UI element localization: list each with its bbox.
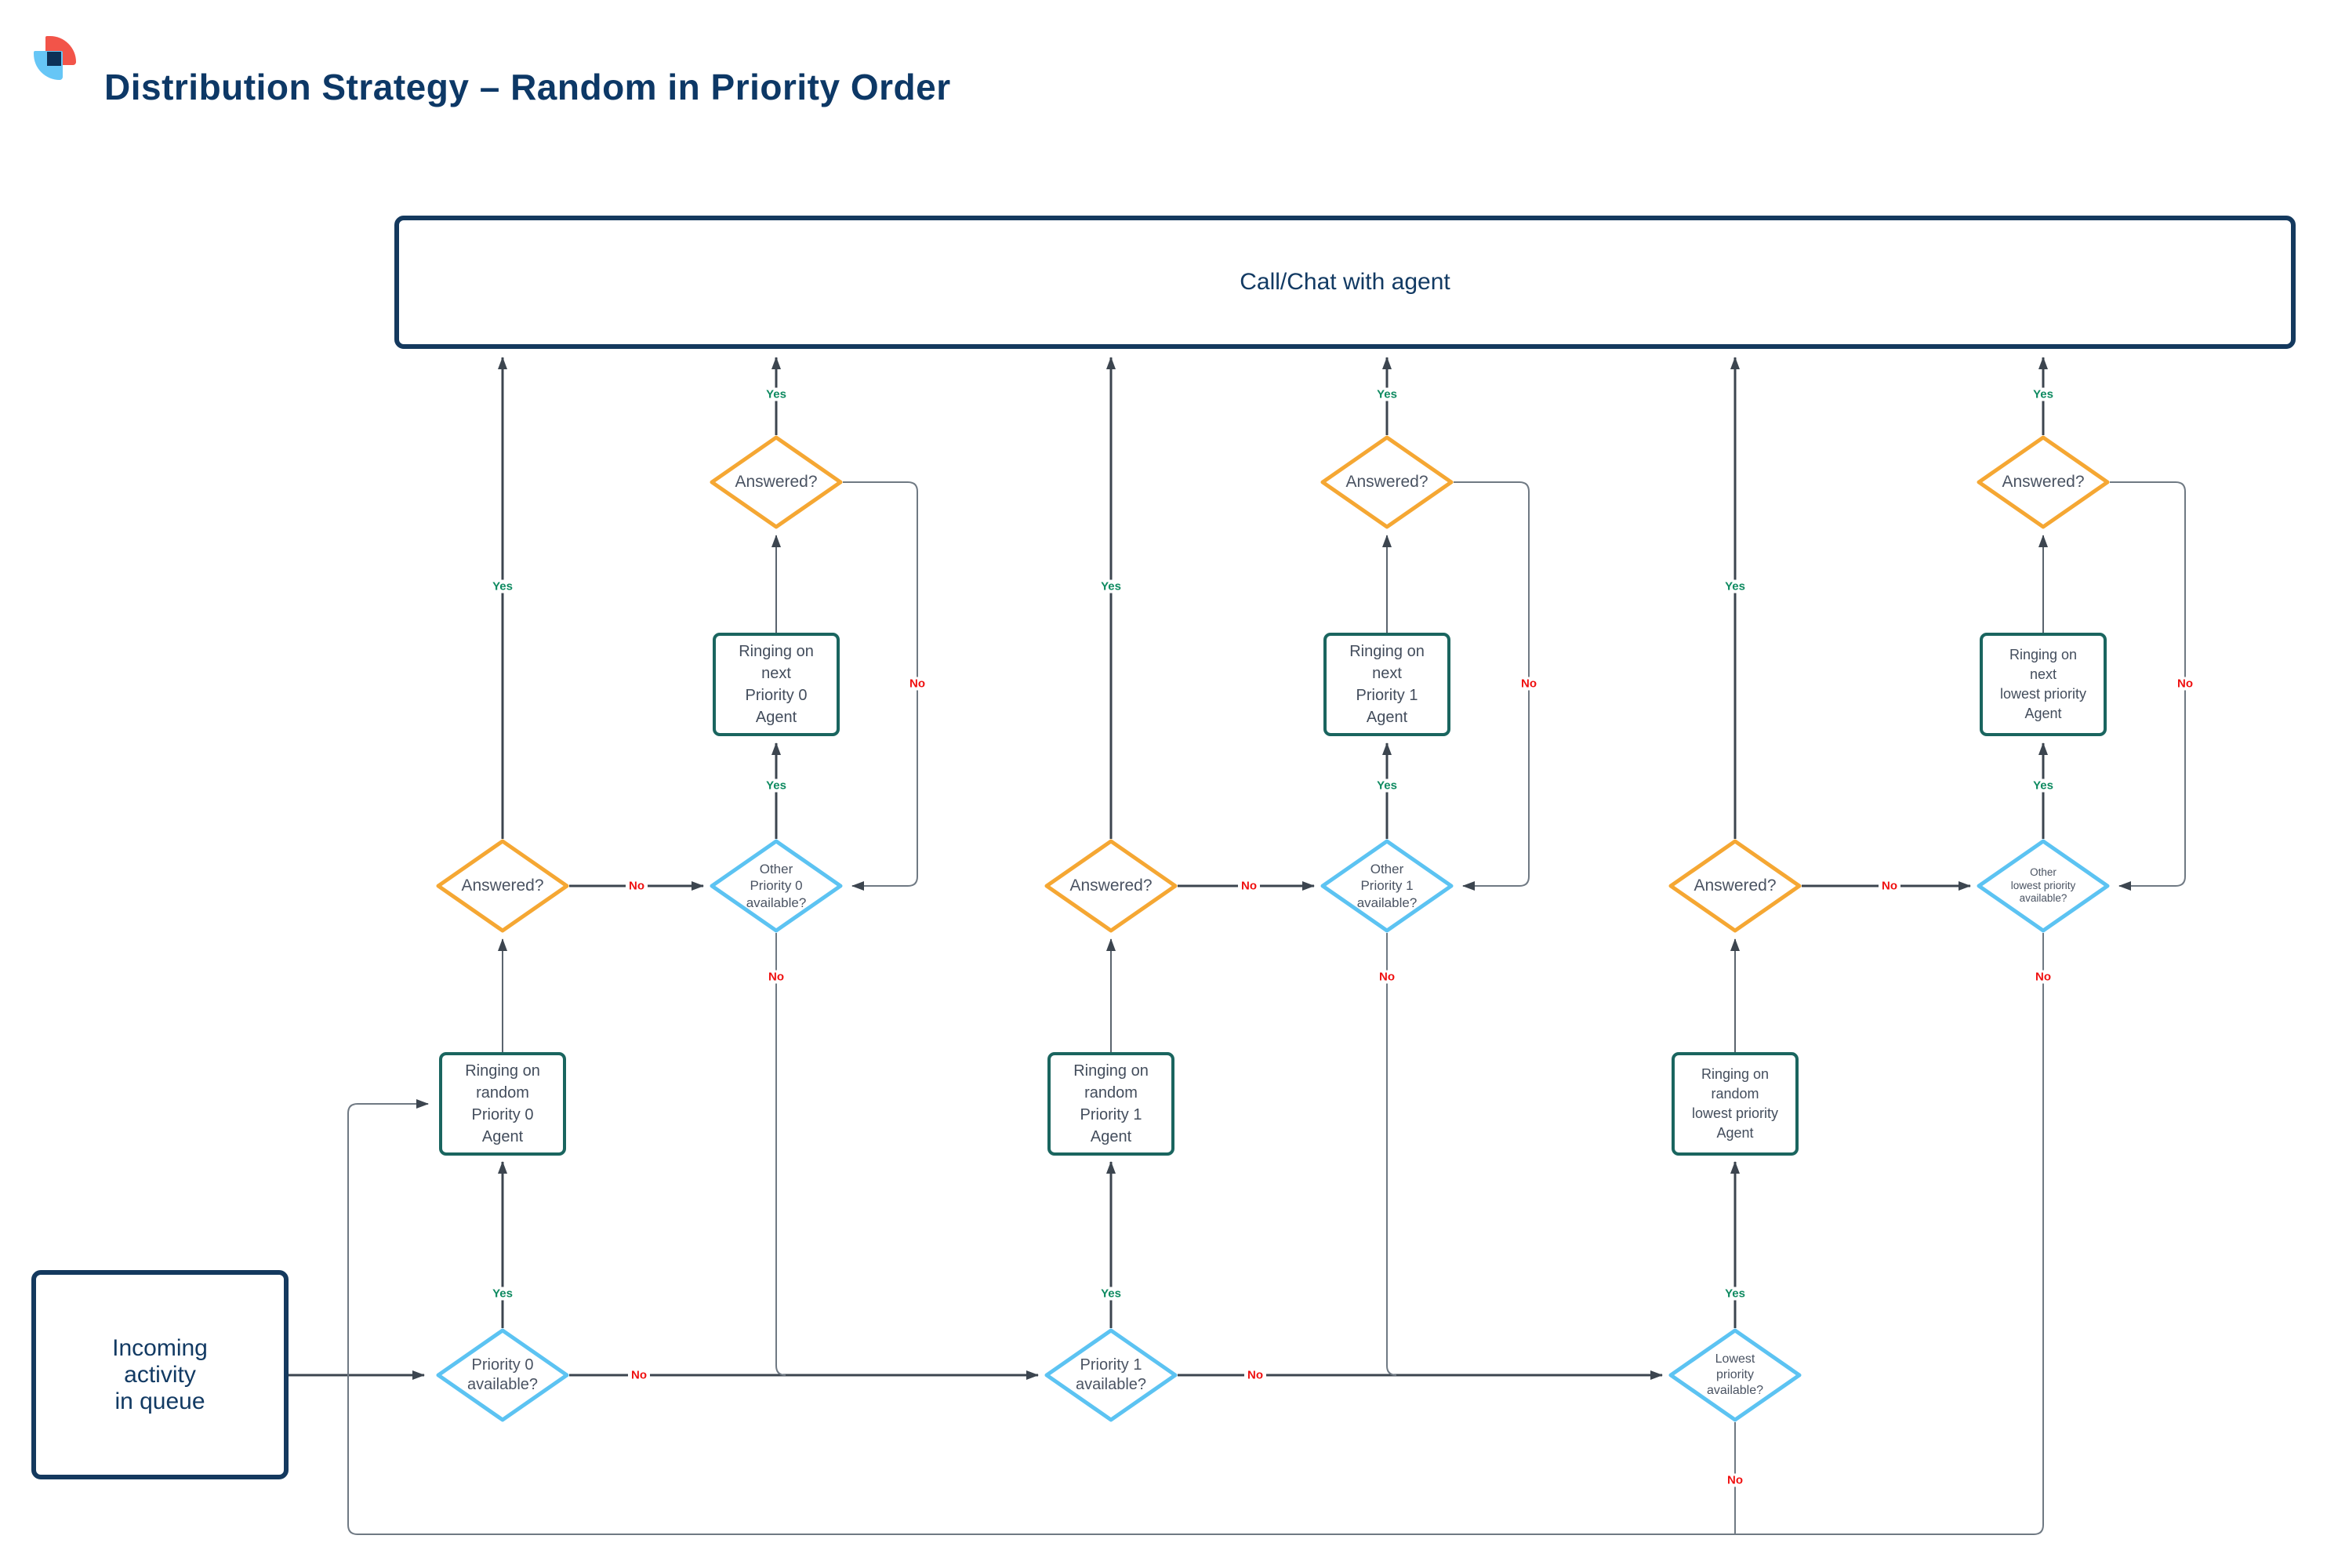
node-priority0-available: Priority 0 available? <box>436 1328 569 1422</box>
page-title: Distribution Strategy – Random in Priori… <box>104 67 951 107</box>
node-ringing-next-p0: Ringing on next Priority 0 Agent <box>713 633 840 736</box>
node-ringing-random-p1: Ringing on random Priority 1 Agent <box>1047 1052 1174 1156</box>
label-yes-answered-next2: Yes <box>1374 387 1400 401</box>
label-yes-lowest: Yes <box>1722 1287 1748 1301</box>
node-call-chat-label: Call/Chat with agent <box>1240 269 1450 295</box>
node-other-p0-available-label: Other Priority 0 available? <box>746 862 807 910</box>
label-no-p0: No <box>628 1368 650 1382</box>
label-yes-answered3: Yes <box>1722 579 1748 593</box>
node-answered-next-p0-label: Answered? <box>735 472 818 491</box>
label-yes-answered-next1: Yes <box>763 387 790 401</box>
node-lowest-available: Lowest priority available? <box>1668 1328 1802 1422</box>
node-ringing-next-p1: Ringing on next Priority 1 Agent <box>1323 633 1450 736</box>
node-answered-random-lowest: Answered? <box>1668 839 1802 933</box>
node-answered-random-p0-label: Answered? <box>461 876 544 895</box>
label-yes-answered-next3: Yes <box>2030 387 2057 401</box>
label-yes-answered1: Yes <box>489 579 516 593</box>
node-ringing-random-lowest: Ringing on random lowest priority Agent <box>1672 1052 1799 1156</box>
node-incoming-activity: Incoming activity in queue <box>31 1270 289 1479</box>
label-no-answered-next1: No <box>906 677 928 691</box>
node-answered-next-p1: Answered? <box>1320 435 1454 529</box>
node-call-chat-with-agent: Call/Chat with agent <box>394 216 2296 349</box>
label-yes-answered2: Yes <box>1098 579 1124 593</box>
label-yes-p1: Yes <box>1098 1287 1124 1301</box>
node-other-p0-available: Other Priority 0 available? <box>710 839 843 933</box>
node-answered-next-lowest: Answered? <box>1977 435 2110 529</box>
logo-navy-square <box>47 52 61 66</box>
node-other-lowest-available: Other lowest priority available? <box>1977 839 2110 933</box>
label-no-answered3: No <box>1879 879 1900 893</box>
node-ringing-next-lowest: Ringing on next lowest priority Agent <box>1980 633 2107 736</box>
label-no-lowest: No <box>1724 1473 1746 1487</box>
node-answered-next-p1-label: Answered? <box>1345 472 1429 491</box>
edge-other3-no-return <box>347 933 2044 1535</box>
node-ringing-random-p1-label: Ringing on random Priority 1 Agent <box>1073 1062 1149 1145</box>
label-no-other1: No <box>765 970 787 984</box>
node-ringing-random-p0-label: Ringing on random Priority 0 Agent <box>465 1062 540 1145</box>
node-answered-random-p0: Answered? <box>436 839 569 933</box>
label-no-other3: No <box>2032 970 2054 984</box>
node-ringing-random-lowest-label: Ringing on random lowest priority Agent <box>1691 1065 1779 1142</box>
node-other-lowest-available-label: Other lowest priority available? <box>2010 866 2076 905</box>
node-priority1-available: Priority 1 available? <box>1044 1328 1178 1422</box>
node-answered-next-lowest-label: Answered? <box>2002 472 2085 491</box>
label-yes-p0: Yes <box>489 1287 516 1301</box>
label-no-answered1: No <box>626 879 648 893</box>
label-no-answered-next2: No <box>1518 677 1540 691</box>
node-ringing-next-p1-label: Ringing on next Priority 1 Agent <box>1349 643 1425 726</box>
node-answered-random-p1-label: Answered? <box>1069 876 1153 895</box>
node-answered-random-p1: Answered? <box>1044 839 1178 933</box>
node-incoming-label: Incoming activity in queue <box>112 1334 208 1414</box>
label-no-p1: No <box>1244 1368 1266 1382</box>
label-no-other2: No <box>1376 970 1398 984</box>
label-no-answered-next3: No <box>2174 677 2196 691</box>
label-yes-other3: Yes <box>2030 779 2057 793</box>
edge-other1-no-merge <box>775 933 786 1376</box>
node-answered-next-p0: Answered? <box>710 435 843 529</box>
node-ringing-random-p0: Ringing on random Priority 0 Agent <box>439 1052 566 1156</box>
node-answered-random-lowest-label: Answered? <box>1694 876 1777 895</box>
node-other-p1-available: Other Priority 1 available? <box>1320 839 1454 933</box>
label-yes-other1: Yes <box>763 779 790 793</box>
node-priority1-available-label: Priority 1 available? <box>1075 1356 1147 1393</box>
label-yes-other2: Yes <box>1374 779 1400 793</box>
edge-other2-no-merge <box>1386 933 1397 1376</box>
node-ringing-next-lowest-label: Ringing on next lowest priority Agent <box>1999 646 2087 722</box>
node-ringing-next-p0-label: Ringing on next Priority 0 Agent <box>739 643 814 726</box>
node-lowest-available-label: Lowest priority available? <box>1706 1352 1764 1397</box>
label-no-answered2: No <box>1238 879 1260 893</box>
node-priority0-available-label: Priority 0 available? <box>466 1356 539 1393</box>
node-other-p1-available-label: Other Priority 1 available? <box>1356 862 1418 910</box>
